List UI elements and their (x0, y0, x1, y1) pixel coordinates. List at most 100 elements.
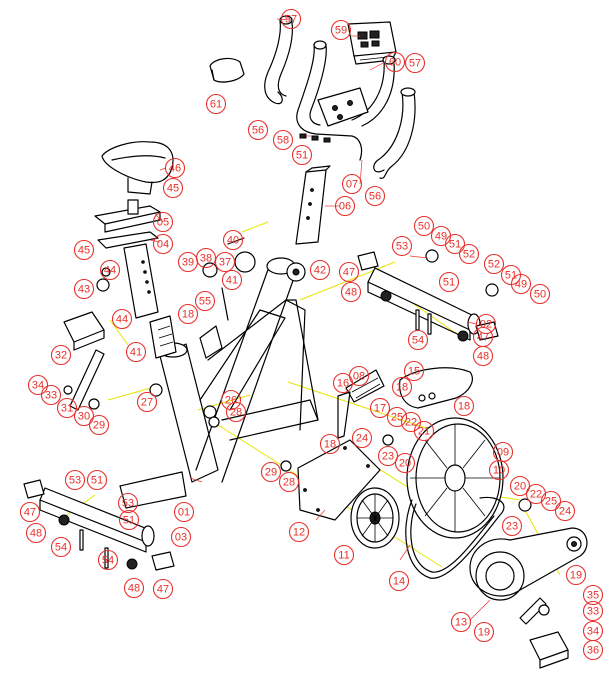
callout-41: 41 (221, 269, 243, 291)
callout-47: 47 (338, 261, 360, 283)
chain-guard (469, 527, 588, 601)
callout-number: 50 (534, 289, 546, 301)
callout-number: 32 (55, 350, 67, 362)
callout-circle (27, 374, 49, 396)
callout-45: 45 (162, 177, 184, 199)
callout-19: 19 (565, 564, 587, 586)
callout-circle (173, 501, 195, 523)
callout-18: 18 (319, 433, 341, 455)
callout-number: 47 (343, 267, 355, 279)
callout-number: 16 (337, 378, 349, 390)
callout-circle (565, 564, 587, 586)
callout-number: 52 (488, 259, 500, 271)
callout-circle (50, 536, 72, 558)
callout-circle (340, 281, 362, 303)
callout-54: 54 (50, 536, 72, 558)
callout-number: 51 (296, 150, 308, 162)
callout-number: 57 (285, 14, 297, 26)
callout-number: 33 (587, 606, 599, 618)
hardware-parts (63, 237, 550, 616)
callout-circle (458, 243, 480, 265)
callout-number: 47 (24, 507, 36, 519)
callout-circle (388, 570, 410, 592)
callout-number: 01 (178, 507, 190, 519)
callout-circle (152, 578, 174, 600)
callout-number: 34 (32, 380, 44, 392)
callout-number: 53 (396, 241, 408, 253)
callout-08: 08 (348, 365, 370, 387)
callout-number: 53 (122, 498, 134, 510)
callout-55: 55 (194, 290, 216, 312)
callout-circle (453, 395, 475, 417)
callout-58: 58 (272, 129, 294, 151)
callout-17: 17 (369, 397, 391, 419)
callout-circle (111, 308, 133, 330)
callout-33: 33 (40, 384, 62, 406)
callout-14: 14 (388, 570, 410, 592)
callout-26: 26 (220, 389, 242, 411)
callout-53: 53 (391, 235, 413, 257)
callout-34: 34 (27, 374, 49, 396)
callout-number: 44 (104, 265, 116, 277)
callout-28: 28 (225, 401, 247, 423)
callout-number: 58 (277, 135, 289, 147)
callout-48: 48 (472, 345, 494, 367)
callout-07: 07 (341, 173, 363, 195)
callout-number: 19 (478, 627, 490, 639)
callout-31: 31 (56, 397, 78, 419)
callout-40: 40 (222, 229, 244, 251)
callout-circle (351, 427, 373, 449)
callout-number: 49 (435, 231, 447, 243)
callout-number: 42 (314, 265, 326, 277)
callout-circle (170, 526, 192, 548)
callout-number: 51 (443, 277, 455, 289)
callout-circle (582, 600, 604, 622)
callout-circle (330, 19, 352, 41)
callout-circle (407, 329, 429, 351)
callout-23: 23 (377, 445, 399, 467)
callout-circle (195, 247, 217, 269)
callout-number: 44 (116, 314, 128, 326)
callout-number: 29 (93, 420, 105, 432)
callout-25: 25 (386, 406, 408, 428)
callout-12: 12 (288, 521, 310, 543)
callout-number: 26 (225, 395, 237, 407)
bottle-holder (209, 57, 245, 83)
callout-circle (164, 157, 186, 179)
callout-57: 57 (280, 8, 302, 30)
callout-35: 35 (582, 584, 604, 606)
callout-circle (309, 259, 331, 281)
drive-belt (405, 496, 505, 579)
callout-number: 14 (393, 576, 405, 588)
callout-circle (280, 8, 302, 30)
callout-circle (50, 344, 72, 366)
callout-circle (86, 469, 108, 491)
callout-number: 31 (61, 403, 73, 415)
flywheel (406, 417, 504, 539)
callout-circle (403, 360, 425, 382)
callout-46: 46 (164, 157, 186, 179)
callout-54: 54 (407, 329, 429, 351)
callout-20: 20 (509, 475, 531, 497)
callout-number: 28 (283, 477, 295, 489)
callout-number: 46 (169, 163, 181, 175)
callout-09: 09 (492, 441, 514, 463)
callout-53: 53 (64, 469, 86, 491)
callout-23: 23 (501, 515, 523, 537)
callout-48: 48 (123, 577, 145, 599)
callout-50: 50 (413, 215, 435, 237)
callout-circle (413, 420, 435, 442)
callout-52: 52 (458, 243, 480, 265)
callout-number: 25 (545, 496, 557, 508)
callout-number: 56 (252, 125, 264, 137)
callout-44: 44 (111, 308, 133, 330)
callout-circle (118, 509, 140, 531)
callout-number: 17 (374, 403, 386, 415)
callout-circle (501, 515, 523, 537)
callout-number: 18 (396, 382, 408, 394)
callout-04: 04 (152, 233, 174, 255)
callout-24: 24 (351, 427, 373, 449)
callout-number: 38 (200, 253, 212, 265)
callout-circle (214, 251, 236, 273)
